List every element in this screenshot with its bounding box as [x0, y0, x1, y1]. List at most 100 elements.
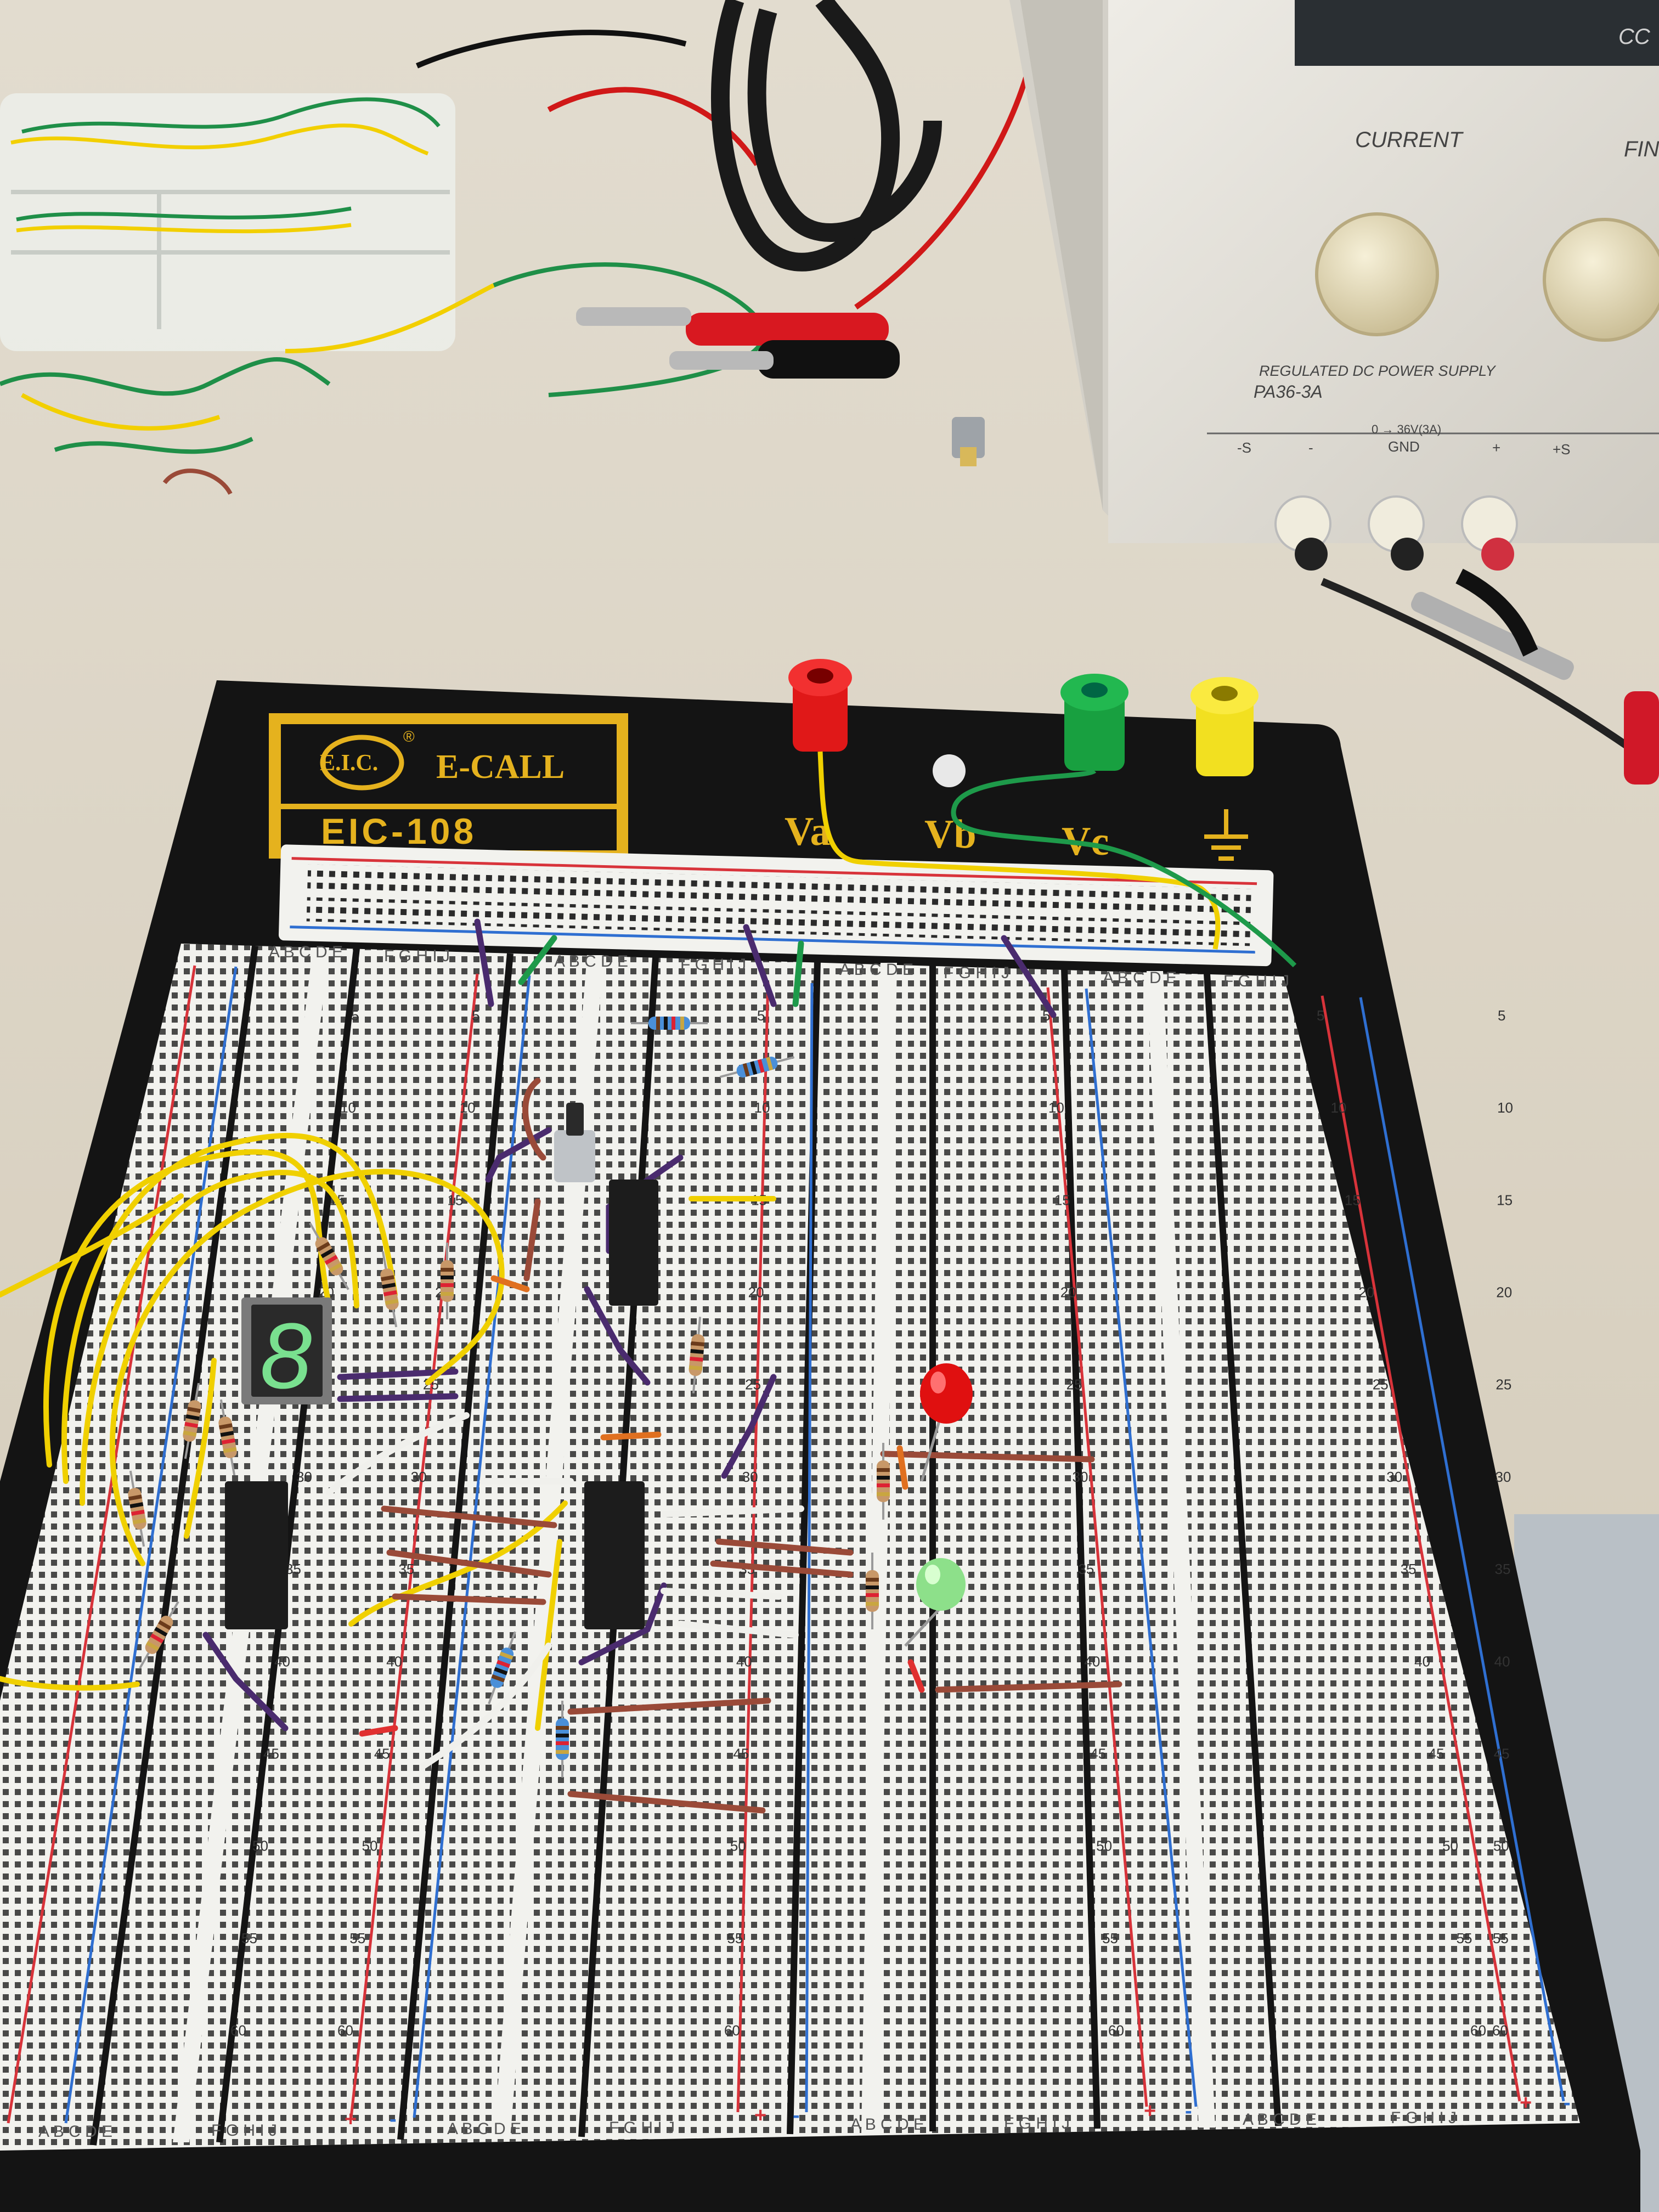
post-hole-vb [933, 754, 966, 787]
ps-fine-label: FIN [1624, 137, 1659, 161]
row-number: 35 [1078, 1561, 1094, 1577]
fine-knob[interactable] [1543, 218, 1659, 342]
board-binding-posts: Va Vb Vc [785, 659, 1259, 864]
led-red [920, 1363, 973, 1482]
post-yellow[interactable] [1190, 677, 1259, 776]
ps-binding-posts [1274, 495, 1518, 571]
resistor [556, 1701, 569, 1778]
row-number: 10 [1048, 1099, 1064, 1116]
row-number: 20 [1060, 1284, 1076, 1301]
ps-mode-label: CC [1618, 25, 1651, 49]
row-number: 25 [745, 1376, 761, 1393]
post-green[interactable] [1060, 674, 1128, 771]
jumper-wires [0, 918, 1122, 1814]
ps-terminal-minus-s: -S [1237, 439, 1251, 456]
ps-model: PA36-3A [1254, 382, 1323, 402]
row-number: 20 [748, 1284, 764, 1301]
row-number: 40 [1084, 1653, 1100, 1669]
display-digit: 8 [260, 1304, 312, 1408]
row-number: 5 [351, 1007, 359, 1024]
ic-chip-3 [584, 1481, 645, 1629]
ps-terminal-range: 0 → 36V(3A) [1372, 422, 1441, 436]
push-button[interactable] [554, 1103, 595, 1182]
resistor [441, 1243, 454, 1319]
cols-abcde-2: A B C D E [554, 952, 628, 970]
row-number: 55 [727, 1930, 743, 1946]
test-lead-clips [576, 307, 900, 379]
rail-minus-2: - [793, 2104, 800, 2127]
row-number: 25 [1496, 1376, 1511, 1393]
resistor [309, 1222, 349, 1290]
resistor [877, 1443, 890, 1520]
row-number: 10 [1497, 1099, 1513, 1116]
ic-chip-1 [609, 1180, 658, 1306]
row-number: 30 [1495, 1469, 1511, 1485]
cols-fghij-3: F G H I J [944, 964, 1009, 982]
resistor [183, 1383, 201, 1459]
row-number: 50 [362, 1838, 378, 1854]
row-number: 40 [386, 1653, 402, 1669]
row-number: 30 [742, 1469, 758, 1485]
loose-wires [0, 0, 1045, 495]
coiled-cable [711, 0, 942, 272]
rail-plus-3: + [1144, 2100, 1156, 2123]
ic-chips [225, 1180, 658, 1629]
rail-minus-3: - [1185, 2100, 1192, 2123]
resistor [488, 1631, 516, 1705]
toggle-switch-loose [952, 417, 985, 466]
ps-terminal-minus: - [1308, 439, 1313, 456]
row-number: 15 [1345, 1192, 1361, 1208]
row-number: 40 [1494, 1653, 1510, 1669]
row-number: 25 [1373, 1376, 1389, 1393]
component-tray [0, 93, 455, 351]
row-number: 15 [1054, 1192, 1070, 1208]
resistor [380, 1251, 399, 1328]
cols-abcde-bottom-3: A B C D E [850, 2115, 924, 2134]
rail-minus-1: - [390, 2108, 397, 2131]
row-number: 60 [230, 2022, 246, 2039]
rail-plus-1: + [345, 2108, 357, 2131]
brand-model: EIC-108 [321, 811, 477, 851]
resistor [631, 1017, 708, 1030]
rail-plus-4: + [1520, 2091, 1532, 2114]
row-number: 60 [1108, 2022, 1124, 2039]
row-number: 55 [1457, 1930, 1472, 1946]
seven-segment-display: 8 [241, 1297, 332, 1408]
row-number: 30 [411, 1469, 427, 1485]
row-number: 60 [1470, 2022, 1486, 2039]
row-number: 50 [1442, 1838, 1458, 1854]
cols-fghij-2: F G H I J [680, 956, 746, 974]
row-number: 55 [1493, 1930, 1509, 1946]
ic-chip-2 [225, 1481, 288, 1629]
cols-fghij-bottom-3: F G H I J [1004, 2114, 1070, 2132]
led-green [904, 1558, 966, 1647]
brand-registered: ® [403, 728, 415, 745]
cols-abcde-bottom-2: A B C D E [447, 2120, 521, 2138]
cols-abcde-4: A B C D E [1103, 969, 1177, 987]
ps-terminal-gnd: GND [1388, 438, 1420, 455]
row-number: 25 [1066, 1376, 1082, 1393]
ps-terminal-plus-s: +S [1553, 441, 1571, 458]
row-number: 60 [337, 2022, 353, 2039]
row-number: 45 [374, 1745, 390, 1762]
row-number: 30 [296, 1469, 312, 1485]
row-number: 40 [1414, 1653, 1430, 1669]
row-number: 50 [730, 1838, 746, 1854]
row-number: 55 [349, 1930, 365, 1946]
row-number: 35 [1401, 1561, 1417, 1577]
row-number: 40 [736, 1653, 752, 1669]
row-number: 10 [340, 1099, 356, 1116]
rail-minus-4: - [1564, 2091, 1571, 2114]
cols-fghij-bottom-1: F G H I J [211, 2121, 277, 2140]
current-knob[interactable] [1315, 212, 1439, 336]
cols-fghij-4: F G H I J [1223, 972, 1289, 990]
row-number: 10 [460, 1099, 476, 1116]
brand-logo-text: E.I.C. [320, 751, 378, 776]
row-number: 35 [398, 1561, 414, 1577]
row-number: 60 [1492, 2022, 1508, 2039]
row-number: 5 [472, 1007, 479, 1024]
post-red[interactable] [788, 659, 852, 752]
rail-plus-2: + [754, 2104, 766, 2127]
row-number: 50 [1096, 1838, 1112, 1854]
row-number: 30 [1386, 1469, 1402, 1485]
